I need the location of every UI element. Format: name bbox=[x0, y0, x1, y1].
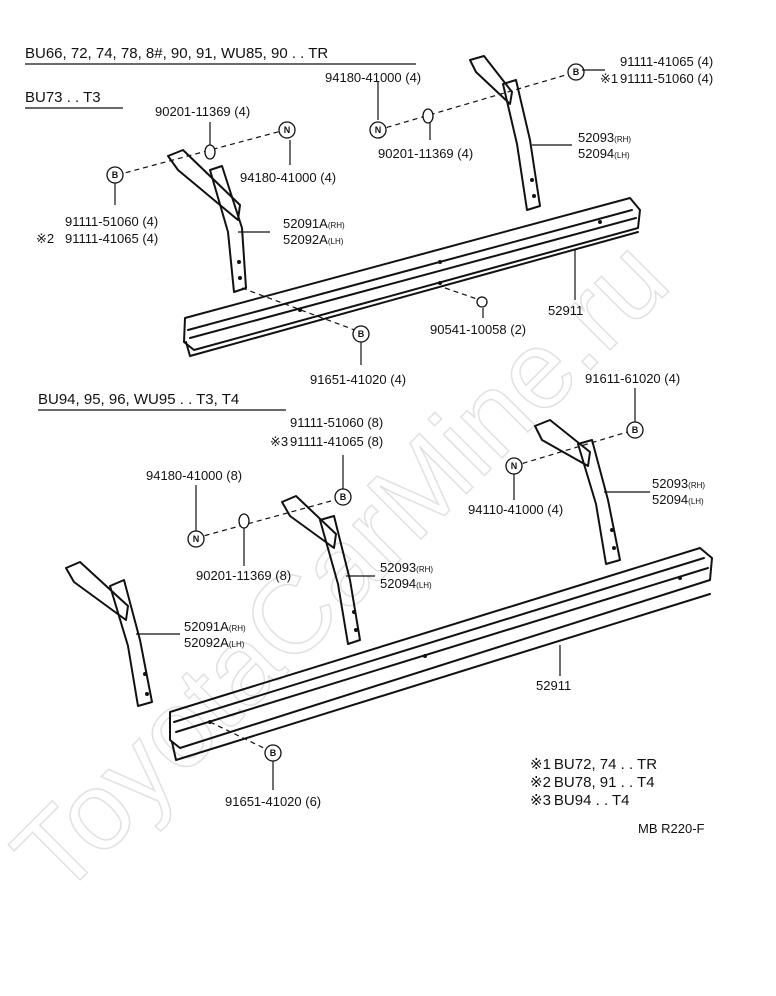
label-52092a: 52092A(LH) bbox=[283, 232, 344, 247]
watermark: ToyotaCarMine.ru bbox=[0, 216, 691, 917]
bolt-symbol: B bbox=[626, 421, 644, 439]
bolt-symbol: B bbox=[567, 63, 585, 81]
svg-text:B: B bbox=[340, 492, 347, 502]
svg-text:N: N bbox=[375, 125, 382, 135]
section1-subheader: BU73 . . T3 bbox=[25, 89, 101, 106]
svg-text:N: N bbox=[193, 534, 200, 544]
fastener-line-screw bbox=[444, 287, 481, 301]
bracket-52091-upper bbox=[167, 149, 247, 293]
fastener-line-bottom bbox=[241, 287, 361, 333]
section2-header: BU94, 95, 96, WU95 . . T3, T4 bbox=[38, 391, 239, 408]
svg-text:N: N bbox=[511, 461, 518, 471]
step-bar-52911-upper bbox=[183, 197, 641, 357]
nut-symbol: N bbox=[187, 530, 205, 548]
step-bar-52911-lower bbox=[169, 547, 713, 761]
bracket-52091-lower bbox=[65, 561, 153, 707]
label-52093-upper: 52093(RH) bbox=[578, 130, 631, 145]
svg-text:B: B bbox=[112, 170, 119, 180]
label-52911-lower: 52911 bbox=[536, 678, 571, 693]
label-90201: 90201-11369 (8) bbox=[196, 568, 291, 583]
diagram-code: MB R220-F bbox=[638, 821, 705, 836]
note-mark-1: ※1 bbox=[600, 71, 618, 86]
label-91651-upper: 91651-41020 (4) bbox=[310, 372, 406, 387]
label-52094-upper: 52094(LH) bbox=[578, 146, 630, 161]
screw-icon bbox=[476, 296, 488, 308]
bolt-symbol: B bbox=[264, 744, 282, 762]
fastener-line-right bbox=[377, 71, 577, 131]
svg-text:N: N bbox=[284, 125, 291, 135]
label-94110: 94110-41000 (4) bbox=[468, 502, 563, 517]
label-91111-41065: 91111-41065 (8) bbox=[290, 434, 383, 449]
svg-text:B: B bbox=[270, 748, 277, 758]
svg-text:B: B bbox=[358, 329, 365, 339]
label-91111-41065-right: 91111-41065 (4) bbox=[620, 54, 713, 69]
nut-symbol: N bbox=[369, 121, 387, 139]
label-94180-left: 94180-41000 (4) bbox=[240, 170, 336, 185]
fastener-line-mid bbox=[195, 497, 343, 539]
label-94180-right: 94180-41000 (4) bbox=[325, 70, 421, 85]
bolt-symbol: B bbox=[352, 325, 370, 343]
label-52094-right: 52094(LH) bbox=[652, 492, 704, 507]
fastener-line-right bbox=[513, 429, 635, 467]
bracket-52093-mid bbox=[281, 495, 361, 645]
label-91111-51060-left: 91111-51060 (4) bbox=[65, 214, 158, 229]
label-91111-51060-right: 91111-51060 (4) bbox=[620, 71, 713, 86]
label-91611: 91611-61020 (4) bbox=[585, 371, 680, 386]
label-52911-upper: 52911 bbox=[548, 303, 583, 318]
label-90201-right: 90201-11369 (4) bbox=[378, 146, 473, 161]
note-mark-2: ※2 bbox=[36, 231, 54, 246]
svg-text:B: B bbox=[632, 425, 639, 435]
bolt-symbol: B bbox=[106, 166, 124, 184]
fastener-line-bottom bbox=[209, 721, 273, 753]
section1-header: BU66, 72, 74, 78, 8#, 90, 91, WU85, 90 .… bbox=[25, 45, 328, 62]
label-52091a-lower: 52091A(RH) bbox=[184, 619, 246, 634]
label-90201-left: 90201-11369 (4) bbox=[155, 104, 250, 119]
label-52093-mid: 52093(RH) bbox=[380, 560, 433, 575]
label-52091a: 52091A(RH) bbox=[283, 216, 345, 231]
label-91111-41065-left: 91111-41065 (4) bbox=[65, 231, 158, 246]
bracket-52093-right bbox=[534, 419, 621, 565]
fastener-line-left bbox=[116, 129, 286, 176]
label-52092a-lower: 52092A(LH) bbox=[184, 635, 245, 650]
leader-lines-section2 bbox=[136, 388, 650, 790]
label-91111-51060: 91111-51060 (8) bbox=[290, 415, 383, 430]
nut-symbol: N bbox=[505, 457, 523, 475]
label-52093-right: 52093(RH) bbox=[652, 476, 705, 491]
label-91651-lower: 91651-41020 (6) bbox=[225, 794, 321, 809]
svg-text:B: B bbox=[573, 67, 580, 77]
leader-lines-section1 bbox=[114, 69, 605, 365]
washer-icon bbox=[204, 144, 216, 160]
washer-icon bbox=[238, 513, 250, 529]
label-52094-mid: 52094(LH) bbox=[380, 576, 432, 591]
washer-icon bbox=[422, 108, 434, 124]
note-mark-3: ※3 bbox=[270, 434, 288, 449]
nut-symbol: N bbox=[278, 121, 296, 139]
label-90541: 90541-10058 (2) bbox=[430, 322, 526, 337]
bracket-52093-upper bbox=[469, 55, 541, 211]
bolt-symbol: B bbox=[334, 488, 352, 506]
label-94180: 94180-41000 (8) bbox=[146, 468, 242, 483]
